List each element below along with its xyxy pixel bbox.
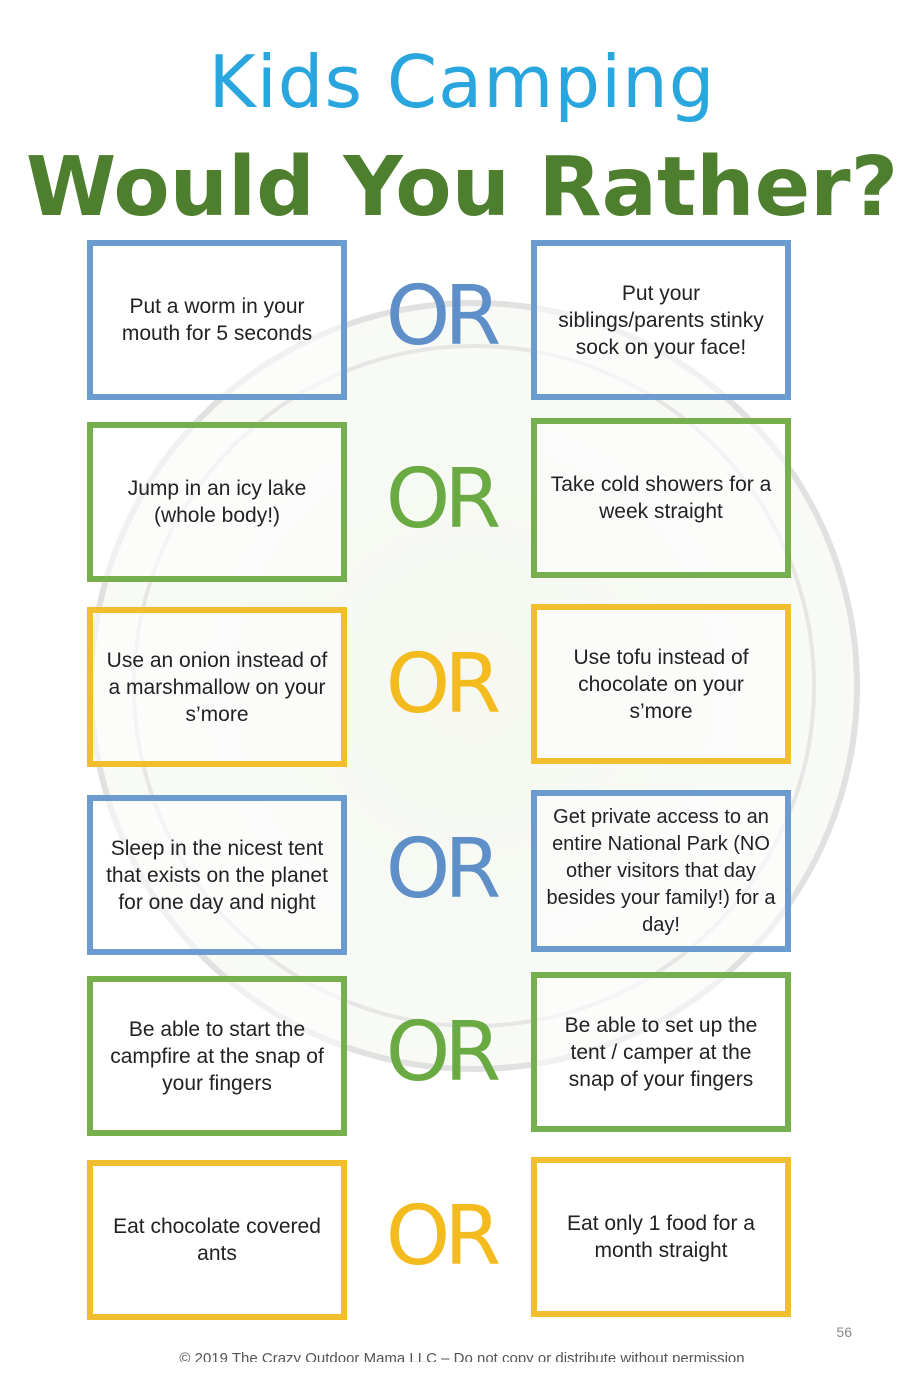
or-label-1: OR (385, 269, 502, 364)
option-right-3: Use tofu instead of chocolate on your s’… (531, 604, 791, 764)
option-right-2: Take cold showers for a week straight (531, 418, 791, 578)
option-left-3: Use an onion instead of a marshmallow on… (87, 607, 347, 767)
or-label-4: OR (385, 822, 502, 917)
option-left-1: Put a worm in your mouth for 5 seconds (87, 240, 347, 400)
or-label-2: OR (385, 452, 502, 547)
option-right-4: Get private access to an entire National… (531, 790, 791, 952)
copyright-footer: © 2019 The Crazy Outdoor Mama LLC – Do n… (179, 1350, 745, 1362)
page-number: 56 (836, 1324, 852, 1340)
or-label-6: OR (385, 1189, 502, 1284)
option-left-5: Be able to start the campfire at the sna… (87, 976, 347, 1136)
option-right-5: Be able to set up the tent / camper at t… (531, 972, 791, 1132)
option-right-6: Eat only 1 food for a month straight (531, 1157, 791, 1317)
title-would-you-rather: Would You Rather? (25, 140, 899, 235)
option-left-2: Jump in an icy lake (whole body!) (87, 422, 347, 582)
option-left-4: Sleep in the nicest tent that exists on … (87, 795, 347, 955)
option-right-1: Put your siblings/parents stinky sock on… (531, 240, 791, 400)
or-label-3: OR (385, 637, 502, 732)
option-left-6: Eat chocolate covered ants (87, 1160, 347, 1320)
title-kids-camping: Kids Camping (208, 40, 716, 124)
or-label-5: OR (385, 1005, 502, 1100)
